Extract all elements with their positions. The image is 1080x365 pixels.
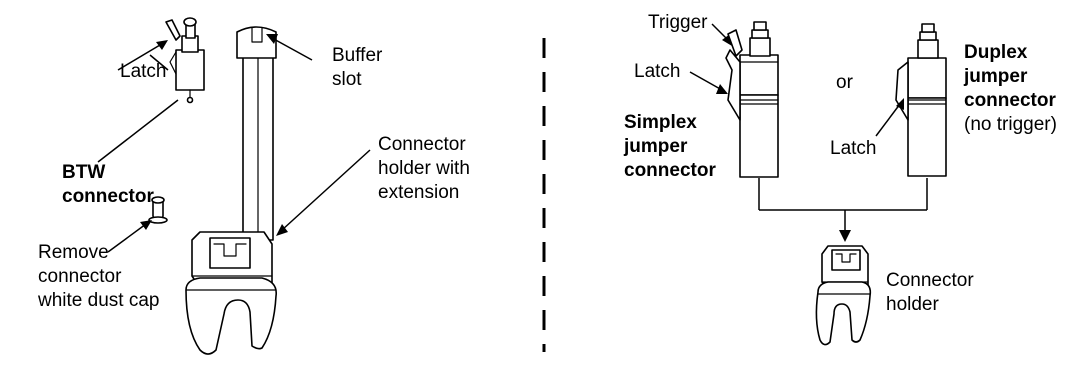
- dust-cap-arrowhead: [140, 220, 152, 230]
- duplex-label-line2: jumper: [963, 66, 1028, 87]
- btw-label-line1: BTW: [62, 162, 105, 183]
- trigger-label: Trigger: [648, 12, 708, 33]
- buffer-slot-label-line2: slot: [332, 69, 362, 90]
- simplex-latch-label: Latch: [634, 61, 680, 82]
- buffer-slot-label-line1: Buffer: [332, 45, 383, 66]
- connector-holder-drawing: [815, 245, 872, 346]
- connector-holder-extension-drawing: [185, 26, 278, 355]
- buffer-slot-arrowhead: [266, 34, 278, 44]
- btw-latch-leader: [117, 44, 161, 71]
- holder-label-line1: Connector: [886, 270, 974, 291]
- duplex-latch-leader: [875, 103, 901, 137]
- btw-latch-arrowhead: [156, 40, 168, 50]
- duplex-latch-label: Latch: [830, 138, 876, 159]
- simplex-latch-arrowhead: [716, 84, 728, 94]
- duplex-label-line3: connector: [964, 90, 1056, 111]
- duplex-note: (no trigger): [964, 114, 1057, 135]
- trigger-leader: [711, 23, 729, 41]
- duplex-latch-arrowhead: [896, 98, 904, 110]
- dust-cap-label-line3: white dust cap: [37, 290, 159, 311]
- btw-leader: [97, 99, 179, 163]
- or-label: or: [836, 72, 854, 93]
- simplex-label-line3: connector: [624, 160, 716, 181]
- dust-cap-label-line1: Remove: [38, 242, 109, 263]
- duplex-connector-drawing: [895, 23, 947, 177]
- duplex-label-line1: Duplex: [964, 42, 1028, 63]
- holder-label-line2: holder: [886, 294, 939, 315]
- dust-cap-leader: [107, 223, 147, 253]
- dust-cap-label-line2: connector: [38, 266, 122, 287]
- btw-latch-label: Latch: [120, 61, 166, 82]
- buffer-slot-leader: [271, 37, 313, 61]
- holder-extension-arrowhead: [276, 224, 288, 236]
- holder-extension-label-line3: extension: [378, 182, 459, 203]
- btw-label-line2: connector: [62, 186, 154, 207]
- holder-extension-label-line1: Connector: [378, 134, 466, 155]
- dust-cap-drawing: [148, 196, 168, 224]
- simplex-label-line2: jumper: [623, 136, 688, 157]
- holder-extension-label-line2: holder with: [378, 158, 470, 179]
- holder-extension-leader: [281, 149, 371, 231]
- btw-connector-drawing: [165, 17, 205, 104]
- simplex-connector-drawing: [725, 21, 779, 178]
- simplex-label-line1: Simplex: [624, 112, 697, 133]
- join-connector-lines: [758, 178, 928, 242]
- simplex-latch-leader: [689, 71, 723, 91]
